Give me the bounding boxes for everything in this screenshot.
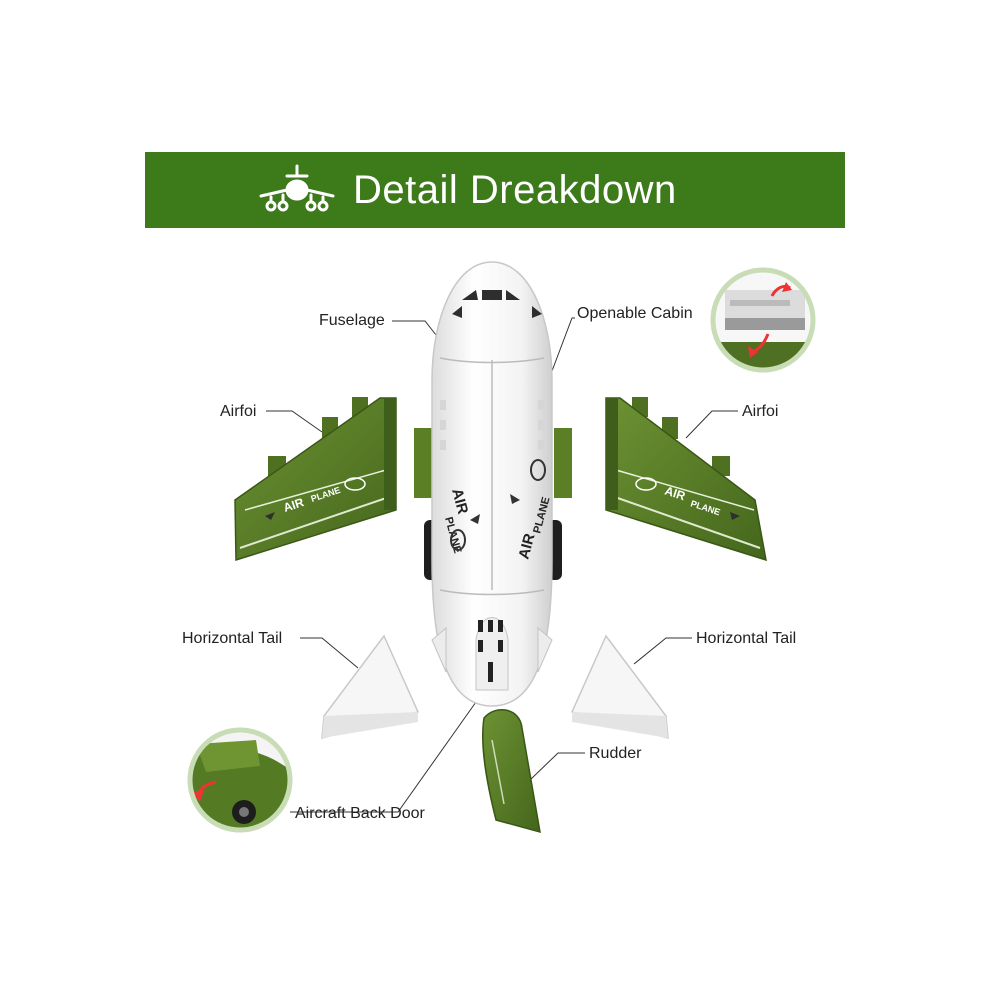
label-airfoil-left: Airfoi [220, 403, 257, 420]
openable-cabin-inset [710, 267, 816, 373]
rudder [482, 708, 541, 834]
label-openable-cabin: Openable Cabin [577, 305, 693, 322]
svg-text:AIR: AIR [448, 487, 471, 517]
label-rudder: Rudder [589, 745, 642, 762]
svg-text:AIR: AIR [282, 495, 306, 515]
label-airfoil-right: Airfoi [742, 403, 779, 420]
label-horizontal-tail-left: Horizontal Tail [182, 630, 283, 647]
svg-text:AIR: AIR [515, 532, 538, 562]
label-horizontal-tail-right: Horizontal Tail [696, 630, 797, 647]
airplane-icon [259, 164, 335, 212]
title-banner: Detail Dreakdown [145, 152, 845, 228]
label-aircraft-back-door: Aircraft Back Door [295, 805, 425, 822]
back-door-inset [187, 727, 293, 833]
left-horizontal-tail [321, 634, 420, 740]
label-fuselage: Fuselage [319, 312, 385, 329]
fuselage: AIR PLANE AIR PLANE [414, 261, 572, 707]
right-horizontal-tail [570, 634, 669, 740]
banner-title: Detail Dreakdown [353, 168, 677, 212]
right-wing: AIR PLANE [605, 397, 767, 562]
svg-text:AIR: AIR [663, 484, 687, 504]
leader-lines [266, 317, 738, 813]
left-wing: AIR PLANE [234, 397, 397, 562]
